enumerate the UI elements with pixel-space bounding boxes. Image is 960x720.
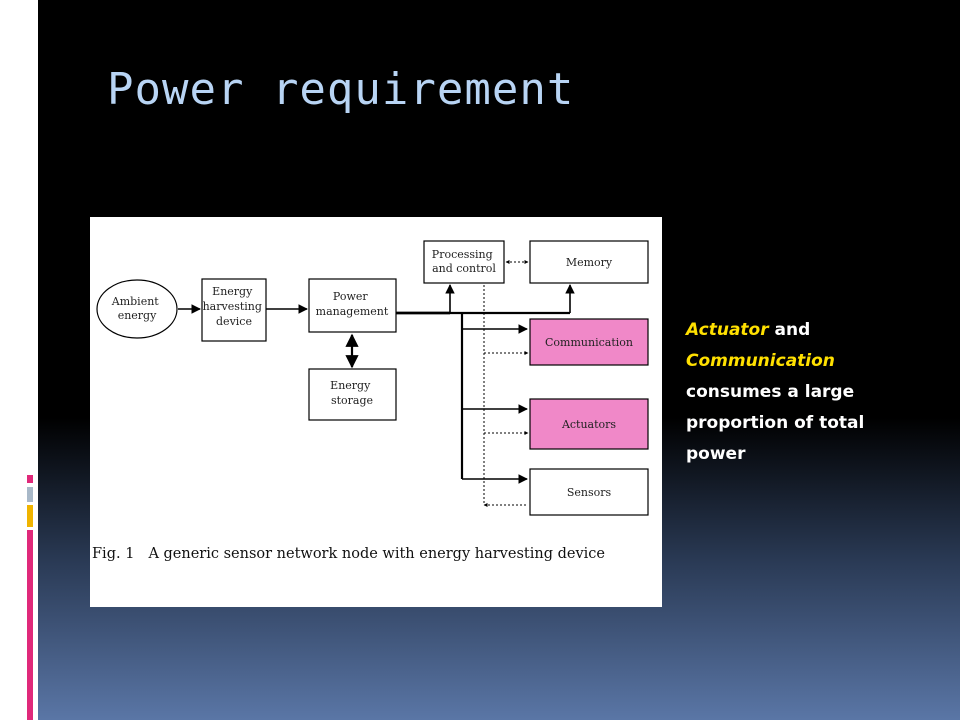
figure-caption-text: A generic sensor network node with energ… xyxy=(148,546,605,562)
side-note: Actuator and Communication consumes a la… xyxy=(686,315,916,470)
accent-bar-pink-top xyxy=(27,475,33,483)
note-text-and: and xyxy=(768,320,811,340)
slide-title: Power requirement xyxy=(107,64,575,115)
actuators-label: Actuators xyxy=(561,418,616,431)
control-connectors xyxy=(483,260,529,507)
sensors-label: Sensors xyxy=(567,486,612,499)
note-highlight-actuator: Actuator xyxy=(686,320,769,340)
accent-bar-pink xyxy=(27,530,33,720)
accent-bar-yellow xyxy=(27,505,33,527)
figure-caption: Fig. 1 A generic sensor network node with… xyxy=(92,540,658,568)
power-management-box xyxy=(308,278,397,333)
figure-panel: Ambient energy Energy harvesting device … xyxy=(90,217,662,607)
memory-label: Memory xyxy=(566,256,613,269)
processing-box xyxy=(423,240,505,284)
accent-bar-gray xyxy=(27,487,33,502)
harvesting-device-box xyxy=(201,278,267,342)
energy-storage-box xyxy=(308,368,397,421)
power-connectors xyxy=(178,284,575,484)
communication-label: Communication xyxy=(545,336,633,349)
figure-caption-id: Fig. 1 xyxy=(92,546,135,562)
communication-box xyxy=(529,318,649,366)
block-diagram: Ambient energy Energy harvesting device … xyxy=(96,240,649,516)
harvesting-label: Energy harvesting device xyxy=(203,285,266,328)
ambient-energy-node xyxy=(96,279,178,339)
memory-box xyxy=(529,240,649,284)
power-management-label: Power management xyxy=(316,290,389,318)
energy-storage-label: Energy storage xyxy=(330,379,374,407)
ambient-label: Ambient energy xyxy=(111,295,162,322)
actuators-box xyxy=(529,398,649,450)
processing-label: Processing and control xyxy=(432,248,497,275)
sensors-box xyxy=(529,468,649,516)
note-text-rest: consumes a large proportion of total pow… xyxy=(686,382,865,464)
note-highlight-communication: Communication xyxy=(686,351,835,371)
